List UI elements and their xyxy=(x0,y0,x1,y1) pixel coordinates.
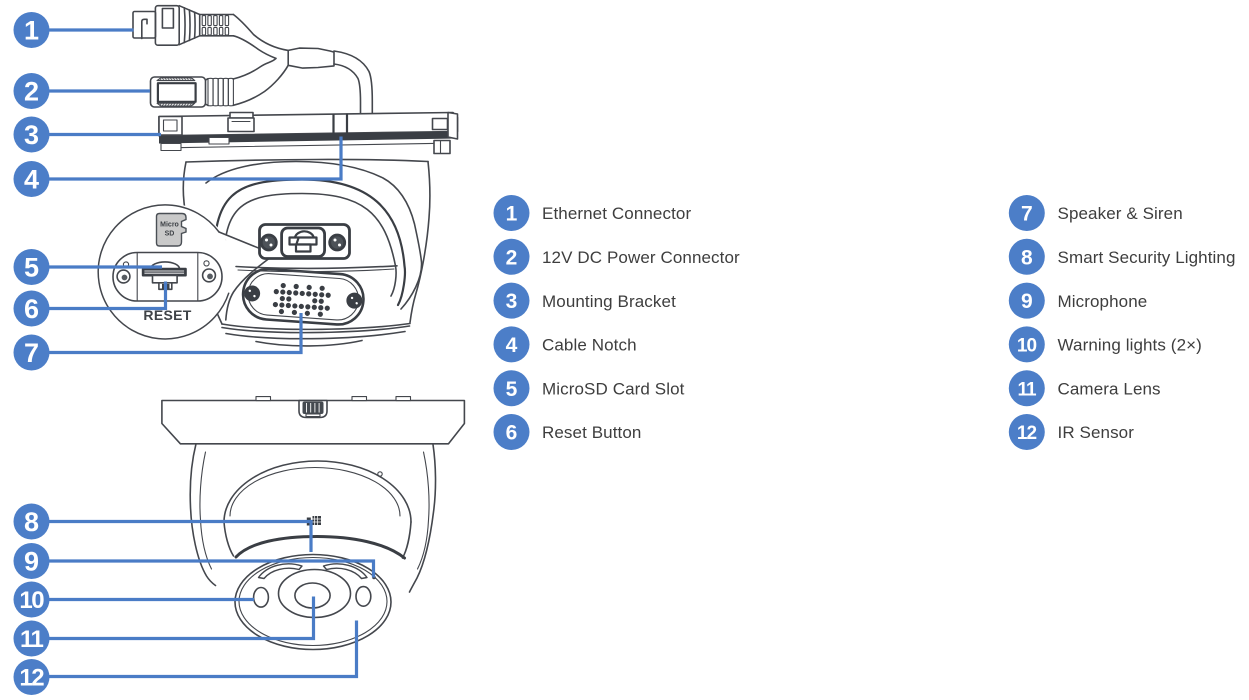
svg-text:Ethernet Connector: Ethernet Connector xyxy=(542,204,691,223)
svg-text:12: 12 xyxy=(19,665,44,692)
svg-text:11: 11 xyxy=(20,626,44,653)
svg-text:1: 1 xyxy=(24,16,39,46)
svg-text:2: 2 xyxy=(24,77,39,107)
svg-text:Micro: Micro xyxy=(160,222,179,229)
svg-text:11: 11 xyxy=(1017,379,1037,400)
svg-text:Microphone: Microphone xyxy=(1058,292,1148,311)
svg-text:8: 8 xyxy=(24,507,39,537)
svg-text:1: 1 xyxy=(506,203,518,226)
svg-text:12V DC Power Connector: 12V DC Power Connector xyxy=(542,248,740,267)
svg-text:7: 7 xyxy=(1021,203,1033,226)
svg-text:9: 9 xyxy=(1021,290,1033,313)
svg-text:Cable Notch: Cable Notch xyxy=(542,336,637,355)
svg-text:2: 2 xyxy=(506,246,518,269)
svg-text:4: 4 xyxy=(506,334,518,357)
svg-text:Mounting Bracket: Mounting Bracket xyxy=(542,292,676,311)
svg-text:RESET: RESET xyxy=(143,307,191,323)
svg-text:9: 9 xyxy=(24,547,39,577)
svg-text:10: 10 xyxy=(1017,336,1037,357)
svg-text:5: 5 xyxy=(506,378,518,401)
svg-text:Smart Security Lighting: Smart Security Lighting xyxy=(1058,248,1236,267)
svg-text:3: 3 xyxy=(24,120,39,150)
svg-text:6: 6 xyxy=(24,294,39,324)
svg-text:IR Sensor: IR Sensor xyxy=(1058,423,1135,442)
svg-text:Warning lights (2×): Warning lights (2×) xyxy=(1058,336,1202,355)
svg-text:7: 7 xyxy=(24,338,39,368)
svg-text:6: 6 xyxy=(506,422,518,445)
svg-text:Camera Lens: Camera Lens xyxy=(1058,379,1161,398)
svg-text:4: 4 xyxy=(24,165,39,195)
svg-text:8: 8 xyxy=(1021,246,1033,269)
svg-text:5: 5 xyxy=(24,253,39,283)
svg-text:12: 12 xyxy=(1017,423,1037,444)
svg-text:10: 10 xyxy=(19,587,44,614)
svg-text:Speaker & Siren: Speaker & Siren xyxy=(1058,204,1183,223)
svg-text:3: 3 xyxy=(506,290,518,313)
svg-text:SD: SD xyxy=(165,231,175,238)
svg-text:MicroSD Card Slot: MicroSD Card Slot xyxy=(542,379,685,398)
svg-text:Reset Button: Reset Button xyxy=(542,423,641,442)
